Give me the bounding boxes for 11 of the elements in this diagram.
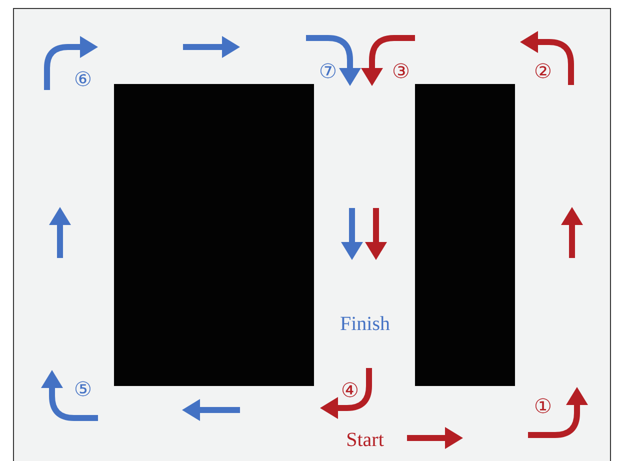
step-number: ① — [534, 397, 552, 417]
step-number: ③ — [392, 62, 410, 82]
step-number: ⑤ — [74, 380, 92, 400]
step-number: ④ — [341, 381, 359, 401]
step-number: ⑦ — [319, 62, 337, 82]
route-label: Finish — [340, 314, 390, 334]
step-number: ⑥ — [74, 70, 92, 90]
obstacle-block — [114, 84, 314, 386]
step-number: ② — [534, 62, 552, 82]
route-label: Start — [346, 430, 384, 450]
obstacle-block — [415, 84, 515, 386]
